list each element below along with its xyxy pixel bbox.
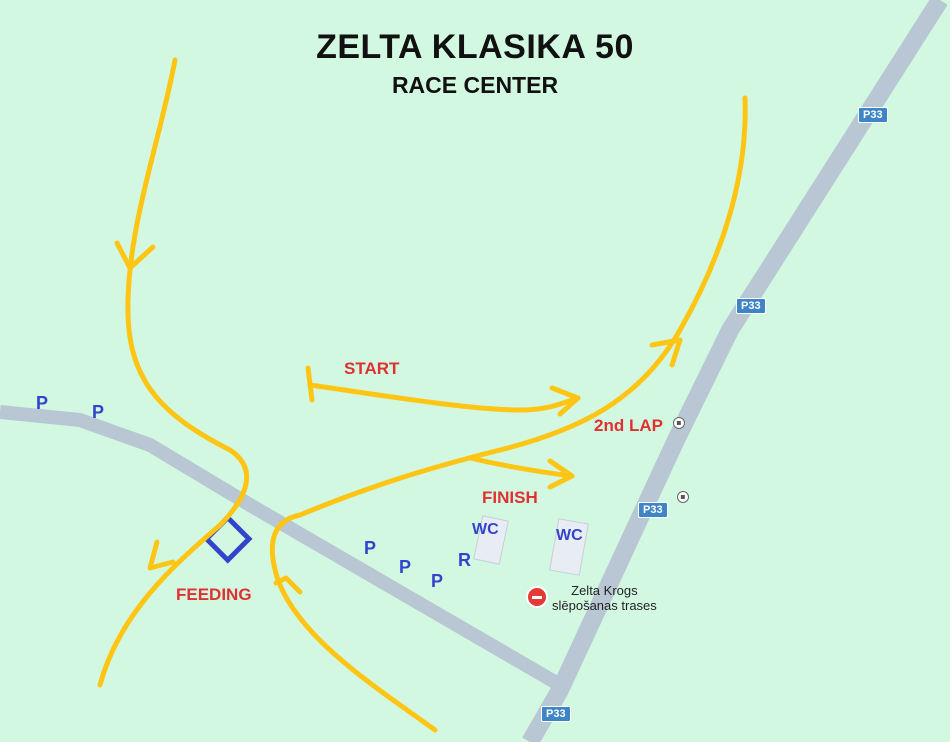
parking-label: P (36, 393, 49, 413)
bed-icon[interactable]: ▬ (526, 586, 548, 608)
finish-label: FINISH (482, 488, 538, 507)
route-left-arrowhead (114, 240, 156, 271)
poi-name-line2: slēpošanas trases (552, 598, 657, 613)
route-bottom-loop (269, 95, 748, 733)
second-lap-label: 2nd LAP (594, 416, 663, 435)
wc-building-1 (473, 515, 509, 565)
bus-stop-icon[interactable]: ▪ (673, 417, 685, 429)
route-start-arrowhead (549, 385, 581, 417)
bus-stop-icon[interactable]: ▪ (677, 491, 689, 503)
road-side (0, 405, 564, 692)
route-start-line (307, 382, 581, 413)
parking-label: P (364, 538, 377, 558)
rental-label: R (458, 550, 471, 570)
route-left-descent (97, 57, 250, 688)
parking-label: P (431, 571, 444, 591)
parking-label: P (92, 402, 105, 422)
feeding-marker (203, 514, 253, 564)
wc-label: WC (472, 521, 499, 538)
start-label: START (344, 359, 400, 378)
wc-label: WC (556, 527, 583, 544)
route-bottom-arrowhead (273, 575, 303, 595)
map-subtitle: RACE CENTER (391, 72, 559, 98)
wc-building-2 (549, 518, 589, 576)
road-shield: P33 (858, 107, 888, 123)
parking-label: P (399, 557, 412, 577)
road-shield: P33 (541, 706, 571, 722)
road-shield: P33 (736, 298, 766, 314)
feeding-label: FEEDING (176, 585, 252, 604)
route-feeding-arrowhead (147, 539, 176, 571)
route-start-bar (305, 365, 315, 403)
map-title: ZELTA KLASIKA 50 (316, 28, 634, 66)
route-finish-arrowhead (547, 458, 575, 490)
route-finish-line (467, 455, 575, 479)
route-second-lap-arrowhead (649, 337, 683, 368)
poi-label[interactable]: Zelta Krogs slēpošanas trases (552, 583, 657, 613)
poi-name-line1: Zelta Krogs (571, 583, 638, 598)
road-shield: P33 (638, 502, 668, 518)
